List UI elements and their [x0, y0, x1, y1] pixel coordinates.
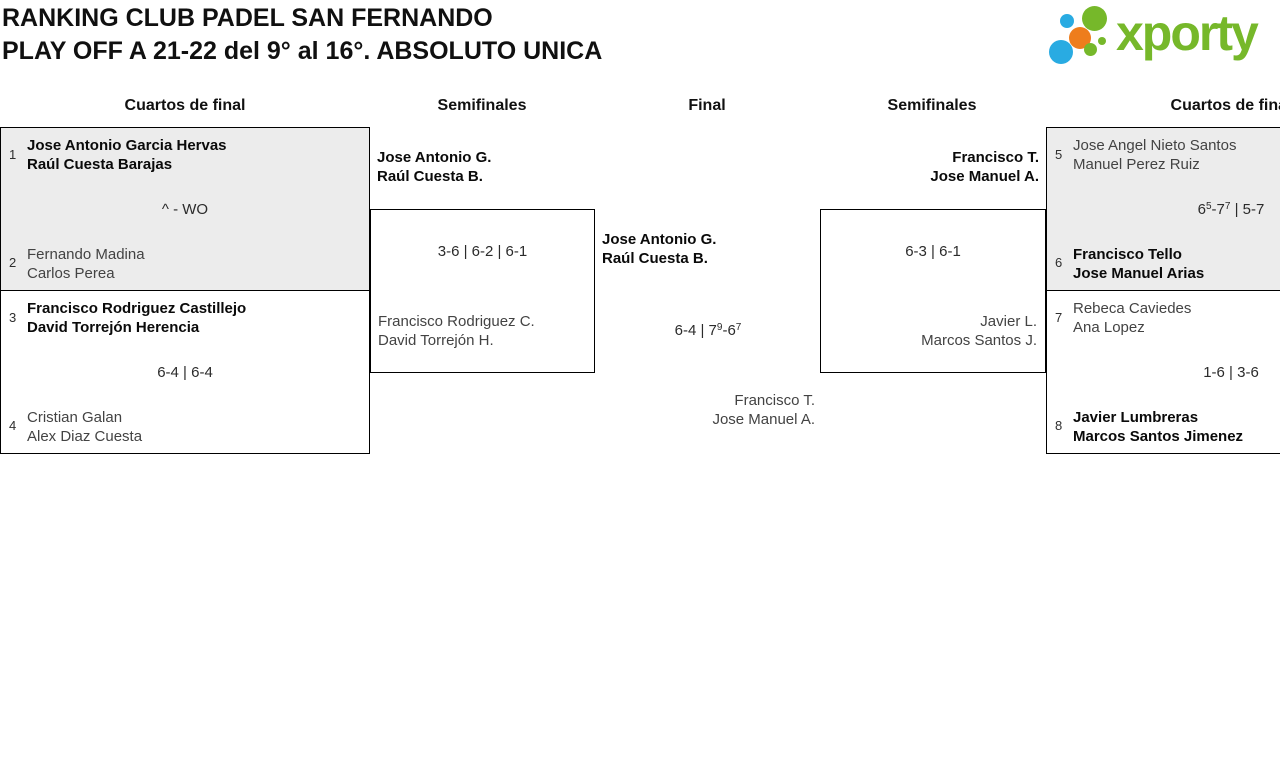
logo-dot-icon: [1060, 14, 1074, 28]
seed-number: 5: [1055, 147, 1063, 162]
player-name: David Torrejón H.: [378, 332, 494, 349]
player-name: Francisco Tello: [1073, 246, 1182, 263]
player-name: Carlos Perea: [27, 265, 115, 282]
match-sf-right[interactable]: 6-3 | 6-1 Javier L. Marcos Santos J.: [820, 209, 1046, 373]
seed-number: 7: [1055, 310, 1063, 325]
player-name: Cristian Galan: [27, 409, 123, 426]
team-names: Fernando Madina Carlos Perea: [27, 245, 145, 283]
seed-number: 3: [9, 310, 17, 325]
player-name: Jose Manuel Arias: [1073, 265, 1205, 282]
team-names: Francisco Tello Jose Manuel Arias: [1073, 245, 1204, 283]
player-name: Marcos Santos J.: [921, 332, 1037, 349]
player-name: Javier Lumbreras: [1073, 409, 1199, 426]
player-name: Raúl Cuesta Barajas: [27, 156, 173, 173]
player-name: Francisco T.: [952, 149, 1039, 166]
player-name: Manuel Perez Ruiz: [1073, 156, 1200, 173]
seed-number: 1: [9, 147, 17, 162]
sf-left-winner-team: Jose Antonio G. Raúl Cuesta B.: [377, 148, 491, 186]
team-names: Cristian Galan Alex Diaz Cuesta: [27, 408, 142, 446]
match-qf-1[interactable]: 1 Jose Antonio Garcia Hervas Raúl Cuesta…: [0, 127, 370, 291]
team-names: Rebeca Caviedes Ana Lopez: [1073, 299, 1191, 337]
player-name: Raúl Cuesta B.: [377, 168, 483, 185]
page-title-line1: RANKING CLUB PADEL SAN FERNANDO: [2, 4, 493, 32]
match-score: 6-3 | 6-1: [905, 243, 961, 260]
team-names: Jose Antonio Garcia Hervas Raúl Cuesta B…: [27, 136, 227, 174]
column-header-quarterfinals-left: Cuartos de final: [124, 97, 246, 114]
final-runnerup-team: Francisco T. Jose Manuel A.: [712, 391, 815, 429]
logo-dot-icon: [1049, 40, 1073, 64]
column-header-semifinals-right: Semifinales: [887, 97, 977, 114]
player-name: Jose Manuel A.: [930, 168, 1039, 185]
player-name: Javier L.: [980, 313, 1037, 330]
logo-dot-icon: [1082, 6, 1107, 31]
player-name: Jose Antonio Garcia Hervas: [27, 137, 227, 154]
player-name: Francisco Rodriguez Castillejo: [27, 300, 247, 317]
page-title: RANKING CLUB PADEL SAN FERNANDO PLAY OFF…: [2, 2, 602, 68]
match-sf-left[interactable]: 3-6 | 6-2 | 6-1 Francisco Rodriguez C. D…: [370, 209, 595, 373]
player-name: Jose Manuel A.: [712, 411, 815, 428]
logo-dot-icon: [1098, 37, 1106, 45]
player-name: Raúl Cuesta B.: [602, 250, 708, 267]
player-name: Alex Diaz Cuesta: [27, 428, 143, 445]
xporty-logo[interactable]: xporty: [1045, 0, 1280, 75]
logo-dot-icon: [1084, 43, 1097, 56]
player-name: Jose Angel Nieto Santos: [1073, 137, 1237, 154]
player-name: Jose Antonio G.: [602, 231, 717, 248]
column-header-semifinals-left: Semifinales: [437, 97, 527, 114]
player-name: David Torrejón Herencia: [27, 319, 200, 336]
sf-right-winner-team: Francisco T. Jose Manuel A.: [930, 148, 1039, 186]
player-name: Francisco Rodriguez C.: [378, 313, 535, 330]
team-names: Francisco Rodriguez C. David Torrejón H.: [378, 312, 535, 350]
seed-number: 2: [9, 255, 17, 270]
column-header-final: Final: [688, 97, 726, 114]
team-names: Javier L. Marcos Santos J.: [921, 312, 1037, 350]
match-score: 3-6 | 6-2 | 6-1: [437, 243, 528, 260]
team-names: Francisco Rodriguez Castillejo David Tor…: [27, 299, 246, 337]
match-qf-4[interactable]: 7 Rebeca Caviedes Ana Lopez 1-6 | 3-6 8 …: [1046, 290, 1280, 454]
match-score: 1-6 | 3-6: [1203, 364, 1259, 381]
final-winner-team: Jose Antonio G. Raúl Cuesta B.: [602, 230, 716, 268]
player-name: Ana Lopez: [1073, 319, 1145, 336]
seed-number: 6: [1055, 255, 1063, 270]
player-name: Fernando Madina: [27, 246, 145, 263]
match-score: ^ - WO: [161, 201, 209, 218]
player-name: Jose Antonio G.: [377, 149, 492, 166]
match-qf-3[interactable]: 5 Jose Angel Nieto Santos Manuel Perez R…: [1046, 127, 1280, 291]
match-score: 65-77 | 5-7: [1197, 201, 1265, 218]
column-header-quarterfinals-right: Cuartos de final: [1170, 97, 1280, 114]
player-name: Rebeca Caviedes: [1073, 300, 1192, 317]
seed-number: 8: [1055, 418, 1063, 433]
page-title-line2: PLAY OFF A 21-22 del 9° al 16°. ABSOLUTO…: [2, 37, 603, 65]
final-score: 6-4 | 79-67: [674, 322, 742, 339]
match-qf-2[interactable]: 3 Francisco Rodriguez Castillejo David T…: [0, 290, 370, 454]
team-names: Javier Lumbreras Marcos Santos Jimenez: [1073, 408, 1243, 446]
team-names: Jose Angel Nieto Santos Manuel Perez Rui…: [1073, 136, 1236, 174]
xporty-logo-text: xporty: [1116, 5, 1259, 61]
seed-number: 4: [9, 418, 17, 433]
player-name: Marcos Santos Jimenez: [1073, 428, 1244, 445]
player-name: Francisco T.: [734, 392, 815, 409]
match-score: 6-4 | 6-4: [157, 364, 213, 381]
